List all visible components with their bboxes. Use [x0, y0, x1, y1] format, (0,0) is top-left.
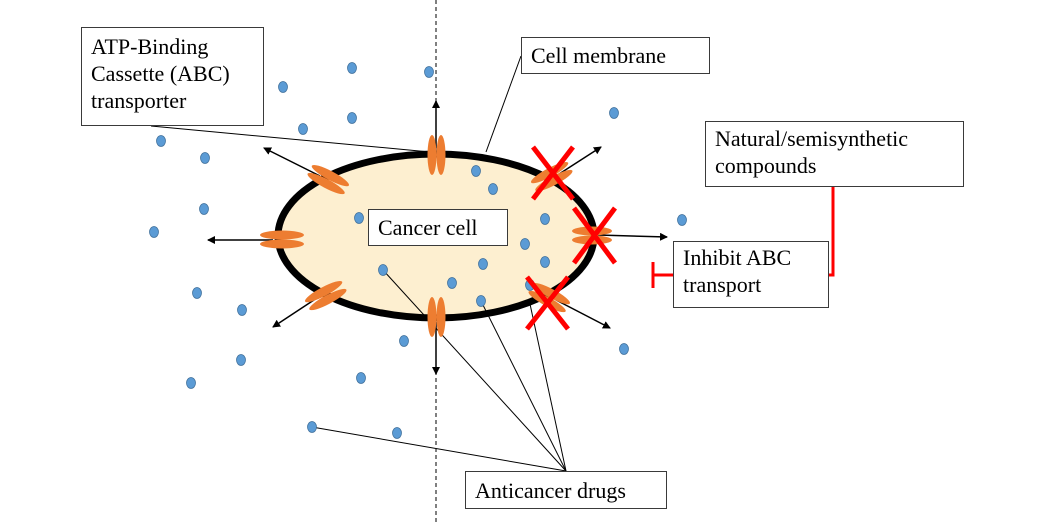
drug-dot	[392, 427, 402, 439]
drug-dot	[399, 335, 409, 347]
drug-dot	[192, 287, 202, 299]
drug-dot	[677, 214, 687, 226]
drug-dot	[540, 213, 550, 225]
inhibit-transport-label: Inhibit ABC transport	[673, 241, 829, 308]
efflux-arrow-lower-right	[555, 299, 611, 329]
drug-dot	[237, 304, 247, 316]
drug-dot	[378, 264, 388, 276]
drug-dot	[619, 343, 629, 355]
transporter-left	[260, 230, 304, 249]
natural-compounds-label: Natural/semisynthetic compounds	[705, 121, 964, 187]
drug-dot	[540, 256, 550, 268]
drug-dot	[347, 112, 357, 124]
drug-dot	[356, 372, 366, 384]
drug-pointer-line-2	[382, 269, 567, 472]
drug-dot	[199, 203, 209, 215]
drug-dot	[488, 183, 498, 195]
drug-dot	[278, 81, 288, 93]
efflux-arrow-upper-left	[263, 147, 321, 177]
drug-dot	[609, 107, 619, 119]
cell-membrane-label: Cell membrane	[521, 37, 710, 74]
cancer-cell-label: Cancer cell	[368, 209, 508, 246]
drug-dot	[447, 277, 457, 289]
drug-dot	[424, 66, 434, 78]
drug-pointer-line-3	[480, 300, 567, 472]
drug-dot	[471, 165, 481, 177]
pointer-lines	[150, 55, 567, 472]
efflux-arrow-right	[597, 232, 668, 241]
cross-upper-right	[531, 145, 575, 201]
abc-pointer-line	[150, 125, 431, 153]
drug-dot	[236, 354, 246, 366]
cross-right	[571, 206, 618, 265]
transporter-upper-left	[307, 164, 350, 195]
drug-dot	[298, 123, 308, 135]
drug-dot	[476, 295, 486, 307]
drug-pointer-line-1	[311, 426, 567, 472]
drug-dot	[478, 258, 488, 270]
drug-dot	[149, 226, 159, 238]
drug-dot	[156, 135, 166, 147]
drug-dot	[347, 62, 357, 74]
transporter-bottom	[427, 297, 446, 337]
drug-dot	[200, 152, 210, 164]
drug-dot	[354, 212, 364, 224]
anticancer-drug-molecules	[149, 62, 687, 439]
drug-dot	[307, 421, 317, 433]
drug-dot	[186, 377, 196, 389]
drug-dot	[520, 238, 530, 250]
drug-pointer-line-4	[529, 303, 567, 472]
abc-transporter-label: ATP-Binding Cassette (ABC) transporter	[81, 27, 264, 126]
membrane-pointer-line	[485, 55, 522, 153]
efflux-arrow-upper-right	[555, 146, 602, 177]
cross-lower-right	[525, 275, 570, 331]
inhibition-crosses	[525, 145, 618, 331]
efflux-arrows	[207, 100, 668, 375]
anticancer-drugs-label: Anticancer drugs	[465, 471, 667, 509]
transporter-lower-left	[304, 280, 347, 311]
transporter-top	[427, 135, 446, 175]
